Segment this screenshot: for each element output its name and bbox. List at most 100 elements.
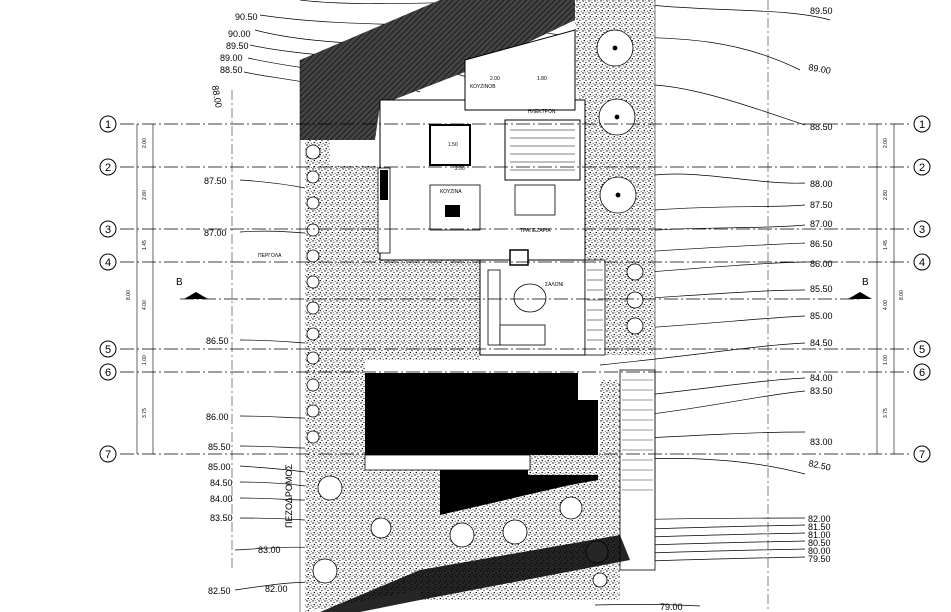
axis-bubbles-right — [913, 115, 931, 463]
level-label: 79.00 — [660, 602, 683, 612]
axis-label: 7 — [919, 449, 925, 461]
level-label: 81.50 — [808, 522, 831, 532]
axis-label: 6 — [105, 367, 111, 379]
dim-text: 2.80 — [883, 190, 889, 200]
room-label-pergola: ΠΕΡΓΟΛΑ — [258, 253, 282, 259]
room-label-top-a: ΚΟΥΖΙΝΟΒ — [470, 84, 496, 90]
level-label: 84.50 — [210, 478, 233, 488]
axis-1-left — [99, 115, 117, 133]
room-label-top-b: ΗΛΕΚΤΡΟΝ — [528, 109, 556, 115]
hatched-slope-area — [300, 0, 575, 140]
level-label: 82.00 — [808, 514, 831, 524]
dim-text: 2.00 — [883, 138, 889, 148]
level-label: 89.00 — [808, 62, 832, 76]
lower-block — [440, 468, 598, 515]
level-label: 84.50 — [810, 338, 833, 348]
axis-label: 5 — [919, 344, 925, 356]
room-label-kitchen: ΚΟΥΖΙΝΑ — [440, 189, 462, 195]
axis-6-right — [913, 363, 931, 381]
exterior-stairs — [619, 369, 656, 571]
level-label: 80.50 — [808, 538, 831, 548]
road — [320, 535, 630, 612]
level-label: 84.00 — [810, 373, 833, 383]
axis-label: 3 — [105, 224, 111, 236]
level-label: 85.50 — [810, 284, 833, 294]
pool-block — [365, 373, 598, 455]
axis-5-left — [99, 340, 117, 358]
level-label: 86.00 — [810, 259, 833, 269]
house-interior — [377, 29, 606, 356]
axis-6-left — [99, 363, 117, 381]
dim-text: 1.00 — [142, 355, 148, 365]
level-label: 80.00 — [808, 546, 831, 556]
dim-text: 8.00 — [899, 290, 905, 300]
dim-text: 3.75 — [142, 408, 148, 418]
level-label: 82.00 — [265, 584, 288, 594]
dim-text: 1.00 — [883, 355, 889, 365]
axis-1-right — [913, 115, 931, 133]
level-label: 89.00 — [220, 53, 243, 63]
axis-3-right — [913, 220, 931, 238]
level-label: 83.50 — [210, 513, 233, 523]
dim-text: 2.80 — [142, 190, 148, 200]
level-label: 83.00 — [810, 437, 833, 447]
dim-text: 1.45 — [883, 240, 889, 250]
axis-label: 3 — [919, 224, 925, 236]
svg-text:B: B — [862, 277, 869, 288]
grid-axes — [120, 123, 910, 455]
level-label: 86.50 — [810, 239, 833, 249]
level-label: 85.00 — [810, 311, 833, 321]
level-label: 87.00 — [810, 219, 833, 229]
level-label: 87.50 — [204, 176, 227, 186]
level-label: 90.00 — [228, 29, 251, 39]
level-label: 90.50 — [235, 12, 258, 22]
axis-4-left — [99, 253, 117, 271]
axis-5-right — [913, 340, 931, 358]
level-label: 89.50 — [810, 6, 833, 16]
footpath-label: ΠΕΖΟΔΡΟΜΟΣ — [284, 464, 294, 528]
axis-bubbles-left — [99, 115, 117, 463]
dim-text: 4.00 — [142, 300, 148, 310]
axis-label: 6 — [919, 367, 925, 379]
dim-text: 8.00 — [126, 290, 132, 300]
svg-text:B: B — [176, 277, 183, 288]
axis-label: 2 — [919, 162, 925, 174]
dim-text: 3.75 — [883, 408, 889, 418]
section-marker-right: B — [848, 277, 872, 299]
trees — [305, 29, 644, 588]
level-label: 86.50 — [206, 336, 229, 346]
axis-2-right — [913, 158, 931, 176]
section-marker-left: B — [176, 277, 208, 299]
level-label: 88.50 — [810, 122, 833, 132]
axis-7-right — [913, 445, 931, 463]
level-label: 79.50 — [808, 554, 831, 564]
axis-label: 1 — [919, 119, 925, 131]
level-label: 86.00 — [206, 412, 229, 422]
level-label: 87.50 — [810, 200, 833, 210]
level-label: 83.50 — [810, 386, 833, 396]
axis-7-left — [99, 445, 117, 463]
dim-text: 2.00 — [142, 138, 148, 148]
axis-label: 4 — [105, 257, 111, 269]
room-label-dining: ΤΡΑΠΕΖΑΡΙΑ — [520, 228, 551, 234]
small-dim: 1.80 — [537, 76, 547, 82]
axis-label: 2 — [105, 162, 111, 174]
level-label: 82.50 — [808, 458, 832, 472]
level-label: 87.00 — [204, 228, 227, 238]
room-label-living: ΣΑΛΟΝΙ — [545, 282, 564, 288]
level-label: 89.50 — [226, 41, 249, 51]
level-label: 84.00 — [210, 494, 233, 504]
axis-label: 5 — [105, 344, 111, 356]
small-dim: 1.50 — [448, 142, 458, 148]
axis-4-right — [913, 253, 931, 271]
level-label: 81.00 — [808, 530, 831, 540]
dim-text: 4.00 — [883, 300, 889, 310]
level-label: 88.50 — [220, 65, 243, 75]
small-dim: 2.00 — [490, 76, 500, 82]
axis-label: 4 — [919, 257, 925, 269]
axis-label: 1 — [105, 119, 111, 131]
dimension-chains — [136, 124, 895, 454]
level-label: 85.50 — [208, 442, 231, 452]
dim-text: 1.45 — [142, 240, 148, 250]
